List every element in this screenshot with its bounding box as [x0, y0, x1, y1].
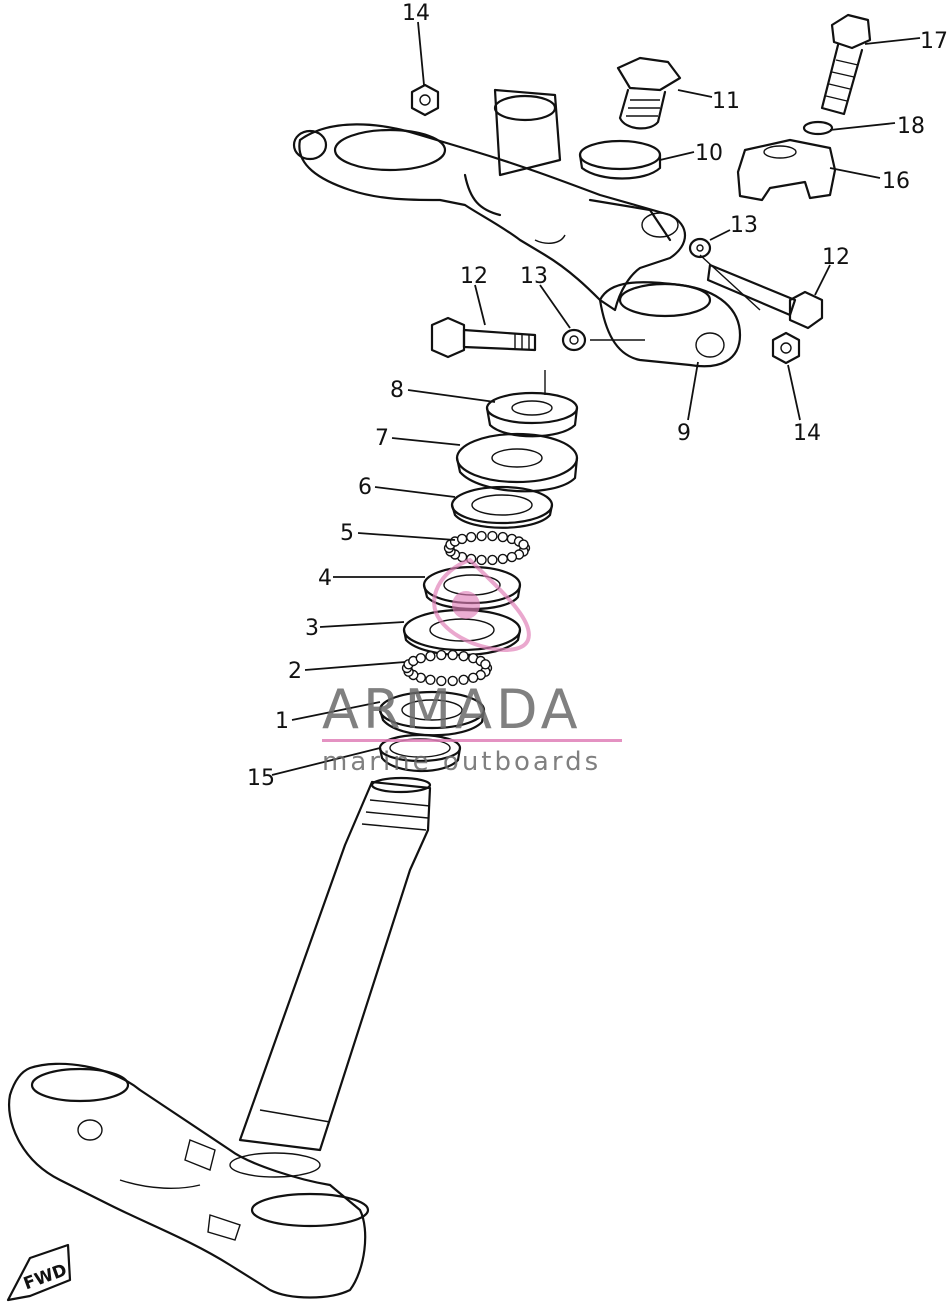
callout-16: 17	[920, 29, 948, 54]
bolt-12-left	[430, 316, 537, 359]
bearing-ball	[425, 674, 436, 685]
bearing-ball	[476, 554, 487, 566]
bearing-ball	[447, 675, 458, 687]
bearing-ball	[458, 674, 469, 685]
watermark-brand: ARMADA	[322, 678, 582, 741]
upper-bracket	[292, 88, 761, 368]
under-bracket	[8, 1062, 370, 1299]
callout-11: 11	[712, 89, 740, 114]
bolt-16	[820, 13, 872, 116]
leader-lines	[271, 21, 921, 776]
bearing-ball	[518, 539, 529, 550]
nut-14-upper	[410, 83, 440, 117]
callout-7: 7	[375, 426, 389, 451]
callout-13-right: 13	[730, 213, 758, 238]
callout-12-left: 12	[460, 264, 488, 289]
callout-14-top: 14	[402, 1, 430, 26]
ball-set-5	[443, 530, 531, 566]
callout-1: 1	[275, 709, 289, 734]
callout-5: 5	[340, 521, 354, 546]
callout-9: 9	[677, 421, 691, 446]
ring-nut-8	[485, 391, 579, 438]
callout-4: 4	[318, 566, 332, 591]
cover-7	[455, 432, 579, 493]
bearing-ball	[466, 531, 477, 543]
bearing-ball	[506, 551, 518, 563]
fwd-arrow-marker: FWD	[6, 1243, 72, 1302]
bearing-ball	[447, 649, 458, 661]
callout-6: 6	[358, 475, 372, 500]
watermark-tagline: marine outboards	[322, 747, 601, 777]
watermark-underline	[322, 739, 622, 742]
logo-swirl-inner	[452, 591, 480, 619]
bearing-ball	[436, 649, 447, 661]
callout-14-lower: 14	[793, 421, 821, 446]
watermark-logo: ARMADA marine outboards	[322, 557, 622, 777]
callout-2: 2	[288, 659, 302, 684]
callout-numbers: 14 11 10 17 18 16 13 12 14 9 12 13 8 7 6…	[247, 1, 948, 791]
bearing-ball	[468, 672, 479, 683]
callout-8: 8	[390, 378, 404, 403]
holder-15	[736, 138, 837, 202]
bearing-ball	[415, 653, 426, 664]
bearing-race-6	[450, 485, 554, 529]
bearing-ball	[436, 675, 447, 687]
washer-17	[802, 120, 834, 136]
bolt-12-right	[706, 263, 824, 330]
bearing-ball	[476, 530, 487, 542]
ball-set-2	[401, 649, 493, 687]
bolt-11	[616, 56, 682, 130]
bearing-ball	[487, 554, 498, 566]
logo-swirl-outer	[432, 557, 531, 652]
callout-15: 16	[882, 169, 910, 194]
callout-12-right: 12	[822, 245, 850, 270]
washer-13-right	[688, 237, 712, 259]
callout-18: 15	[247, 766, 275, 791]
callout-10: 10	[695, 141, 723, 166]
bearing-ball	[487, 530, 498, 542]
steering-stem	[238, 776, 432, 1152]
bearing-ball	[458, 651, 469, 662]
bearing-ball	[497, 531, 508, 543]
bearing-ball	[425, 651, 436, 662]
callout-17: 18	[897, 114, 925, 139]
washer-10	[578, 139, 662, 180]
nut-14-lower	[771, 331, 801, 365]
callout-13-left: 13	[520, 264, 548, 289]
callout-3: 3	[305, 616, 319, 641]
washer-13-left	[561, 328, 587, 352]
bearing-ball	[456, 533, 468, 545]
bearing-ball	[480, 659, 491, 670]
bearing-ball	[497, 553, 508, 565]
